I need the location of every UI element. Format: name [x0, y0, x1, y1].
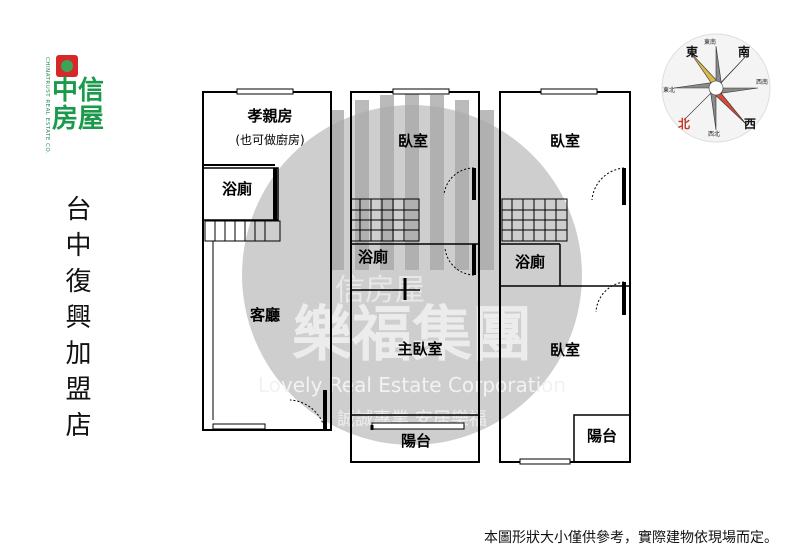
room-bedroom-top-mid: 臥室: [398, 132, 428, 150]
compass-south: 南: [738, 44, 750, 59]
brand-english-vertical: CHINATRUST REAL ESTATE CO.: [44, 57, 50, 155]
compass-northwest: 西北: [708, 130, 720, 138]
room-bath-3: 浴廁: [515, 253, 545, 271]
brand-name-line1: 中信: [52, 76, 105, 106]
watermark-line1: 樂福集團: [292, 300, 532, 370]
footnote: 本圖形狀大小僅供參考，實際建物依現場而定。: [484, 530, 778, 546]
room-elder: 孝親房: [246, 107, 292, 125]
room-bedroom-top-right: 臥室: [550, 132, 580, 150]
room-balcony-mid: 陽台: [401, 432, 431, 450]
compass-north: 北: [678, 116, 690, 131]
compass-icon: 東 南 西 北 東南 西南 西北 東北: [661, 33, 771, 143]
room-living: 客廳: [249, 306, 280, 324]
store-name: 台中復興加盟店: [61, 195, 91, 447]
brand-name-line2: 房屋: [52, 104, 105, 134]
room-master: 主臥室: [397, 340, 442, 358]
compass-east: 東: [686, 44, 698, 59]
watermark-line2: Lovely Real Estate Corporation: [258, 373, 566, 397]
room-bedroom-bottom-right: 臥室: [550, 341, 580, 359]
room-balcony-right: 陽台: [587, 427, 617, 445]
compass-southwest: 西南: [756, 78, 768, 86]
room-elder-note: (也可做廚房): [235, 132, 304, 147]
room-bath-2: 浴廁: [358, 248, 388, 266]
watermark: 信房屋 樂福集團 Lovely Real Estate Corporation …: [242, 90, 582, 445]
room-bath-1: 浴廁: [222, 180, 252, 198]
compass-northeast: 東北: [663, 86, 675, 94]
brand-name: 中信 房屋: [52, 77, 112, 133]
brand-block: CHINATRUST REAL ESTATE CO. 中信 房屋: [40, 55, 120, 175]
compass-west: 西: [744, 117, 756, 131]
compass-southeast: 東南: [704, 38, 716, 46]
logo-icon: [56, 55, 78, 77]
